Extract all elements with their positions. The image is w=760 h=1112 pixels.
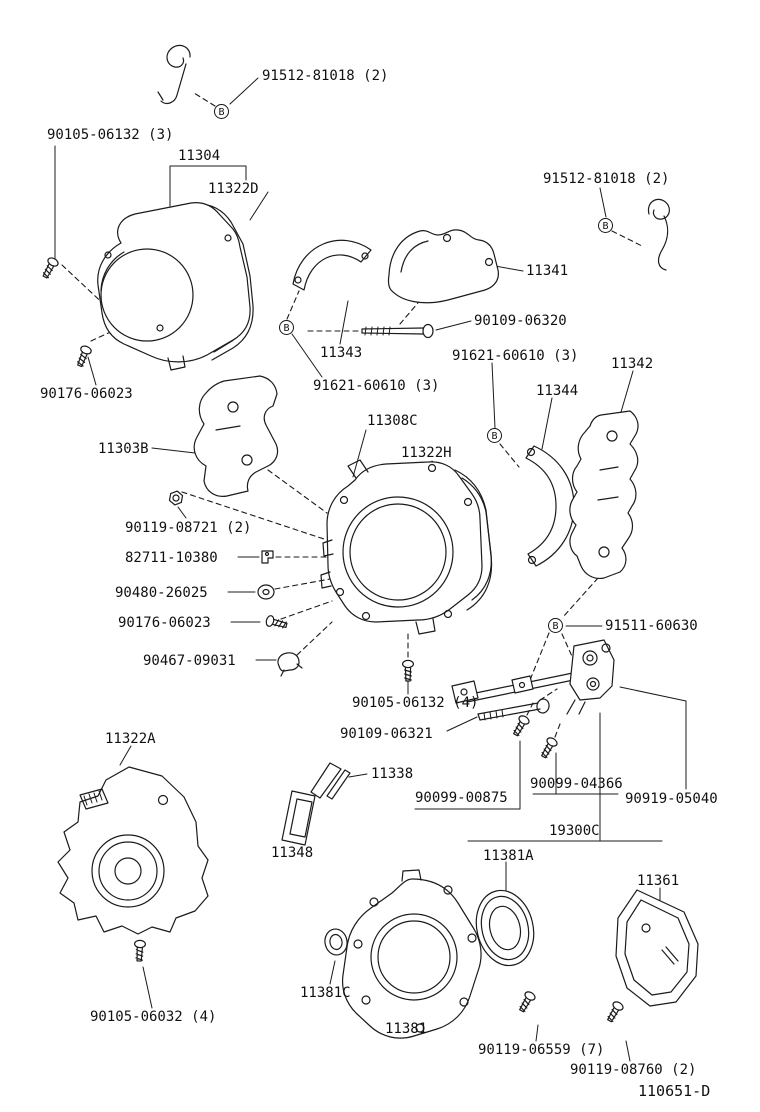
part-label-11343: 11343 [320,345,363,361]
part-label-90467-09031: 90467-09031 [143,653,236,669]
hook-top-drawing [157,44,191,105]
part-label-11303B: 11303B [98,441,149,457]
bolt-90109-06320-drawing [361,323,434,339]
plate-11361-drawing [615,889,699,1007]
fastener-marker-b-top: B [214,104,229,119]
part-label-11322A: 11322A [105,731,156,747]
strip-11348-drawing [281,790,316,846]
part-label-91621-60610-left: 91621-60610 (3) [313,378,440,394]
cover-11322A-drawing [57,766,209,935]
part-label-11348: 11348 [271,845,314,861]
screw-90105-06132-4-drawing [402,659,414,682]
part-label-91621-60610-right: 91621-60610 (3) [452,348,579,364]
part-label-90919-05040: 90919-05040 [625,791,718,807]
fastener-marker-b-mid-right: B [487,428,502,443]
part-label-11381A: 11381A [483,848,534,864]
part-label-91512-81018-top: 91512-81018 (2) [262,68,389,84]
fastener-marker-b-lower: B [548,618,563,633]
retainer-11344-drawing [525,445,575,567]
part-label-11322D: 11322D [208,181,259,197]
plate-11381-drawing [341,869,482,1039]
retainer-11343-drawing [292,239,372,291]
part-label-11344: 11344 [536,383,579,399]
nut-90119-08721-drawing [168,489,184,507]
part-label-11381C: 11381C [300,985,351,1001]
grommet-90480-26025-drawing [257,584,275,600]
screw-90105-06032-drawing [133,939,147,962]
part-label-11342: 11342 [611,356,654,372]
part-label-90119-08721: 90119-08721 (2) [125,520,252,536]
strip-11338-drawing [310,762,351,800]
bracket-11342-drawing [569,410,639,580]
part-label-91512-81018-right: 91512-81018 (2) [543,171,670,187]
part-label-82711-10380: 82711-10380 [125,550,218,566]
bolt-90109-06321-drawing [477,698,550,721]
bracket-11303B-drawing [193,375,279,497]
fastener-marker-b-right: B [598,218,613,233]
part-label-19300C: 19300C [549,823,600,839]
screw-90105-06132-3-drawing [39,255,61,281]
part-label-90105-06132-3: 90105-06132 (3) [47,127,174,143]
part-label-90109-06321: 90109-06321 [340,726,433,742]
part-label-90099-00875: 90099-00875 [415,790,508,806]
part-label-90105-06032: 90105-06032 (4) [90,1009,217,1025]
part-label-11308C: 11308C [367,413,418,429]
cover-11308C-drawing [320,459,483,635]
part-label-90109-06320: 90109-06320 [474,313,567,329]
clip-82711-10380-drawing [261,550,274,564]
part-label-90119-08760: 90119-08760 (2) [570,1062,697,1078]
part-label-11381: 11381 [385,1021,428,1037]
ring-11381C-drawing [324,928,348,956]
part-label-90119-06559: 90119-06559 (7) [478,1042,605,1058]
nozzle-assembly-19300C-drawing [451,639,615,761]
figure-code: 110651-D [638,1082,711,1100]
part-label-11341: 11341 [526,263,569,279]
cover-11304-drawing [97,202,251,371]
fastener-marker-b-mid-left: B [279,320,294,335]
part-label-11338: 11338 [371,766,414,782]
leader-lines-dashed [61,92,643,738]
screw-90119-06559-drawing [516,989,538,1015]
part-label-90480-26025: 90480-26025 [115,585,208,601]
part-label-90176-06023-lower: 90176-06023 [118,615,211,631]
part-label-91511-60630: 91511-60630 [605,618,698,634]
gasket-11322H-drawing [454,469,493,611]
clamp-90467-09031-drawing [277,652,303,677]
leader-lines-solid [54,77,687,1062]
part-label-11361: 11361 [637,873,680,889]
part-label-90105-06132-4: 90105-06132 (4) [352,695,479,711]
screw-90119-08760-drawing [604,999,626,1025]
part-label-11304: 11304 [178,148,221,164]
part-label-90099-04366: 90099-04366 [530,776,623,792]
hook-right-drawing [647,198,670,271]
part-label-11322H: 11322H [401,445,452,461]
seal-11381A-drawing [475,889,535,967]
retainer-11341-drawing [387,229,499,304]
part-label-90176-06023-top: 90176-06023 [40,386,133,402]
